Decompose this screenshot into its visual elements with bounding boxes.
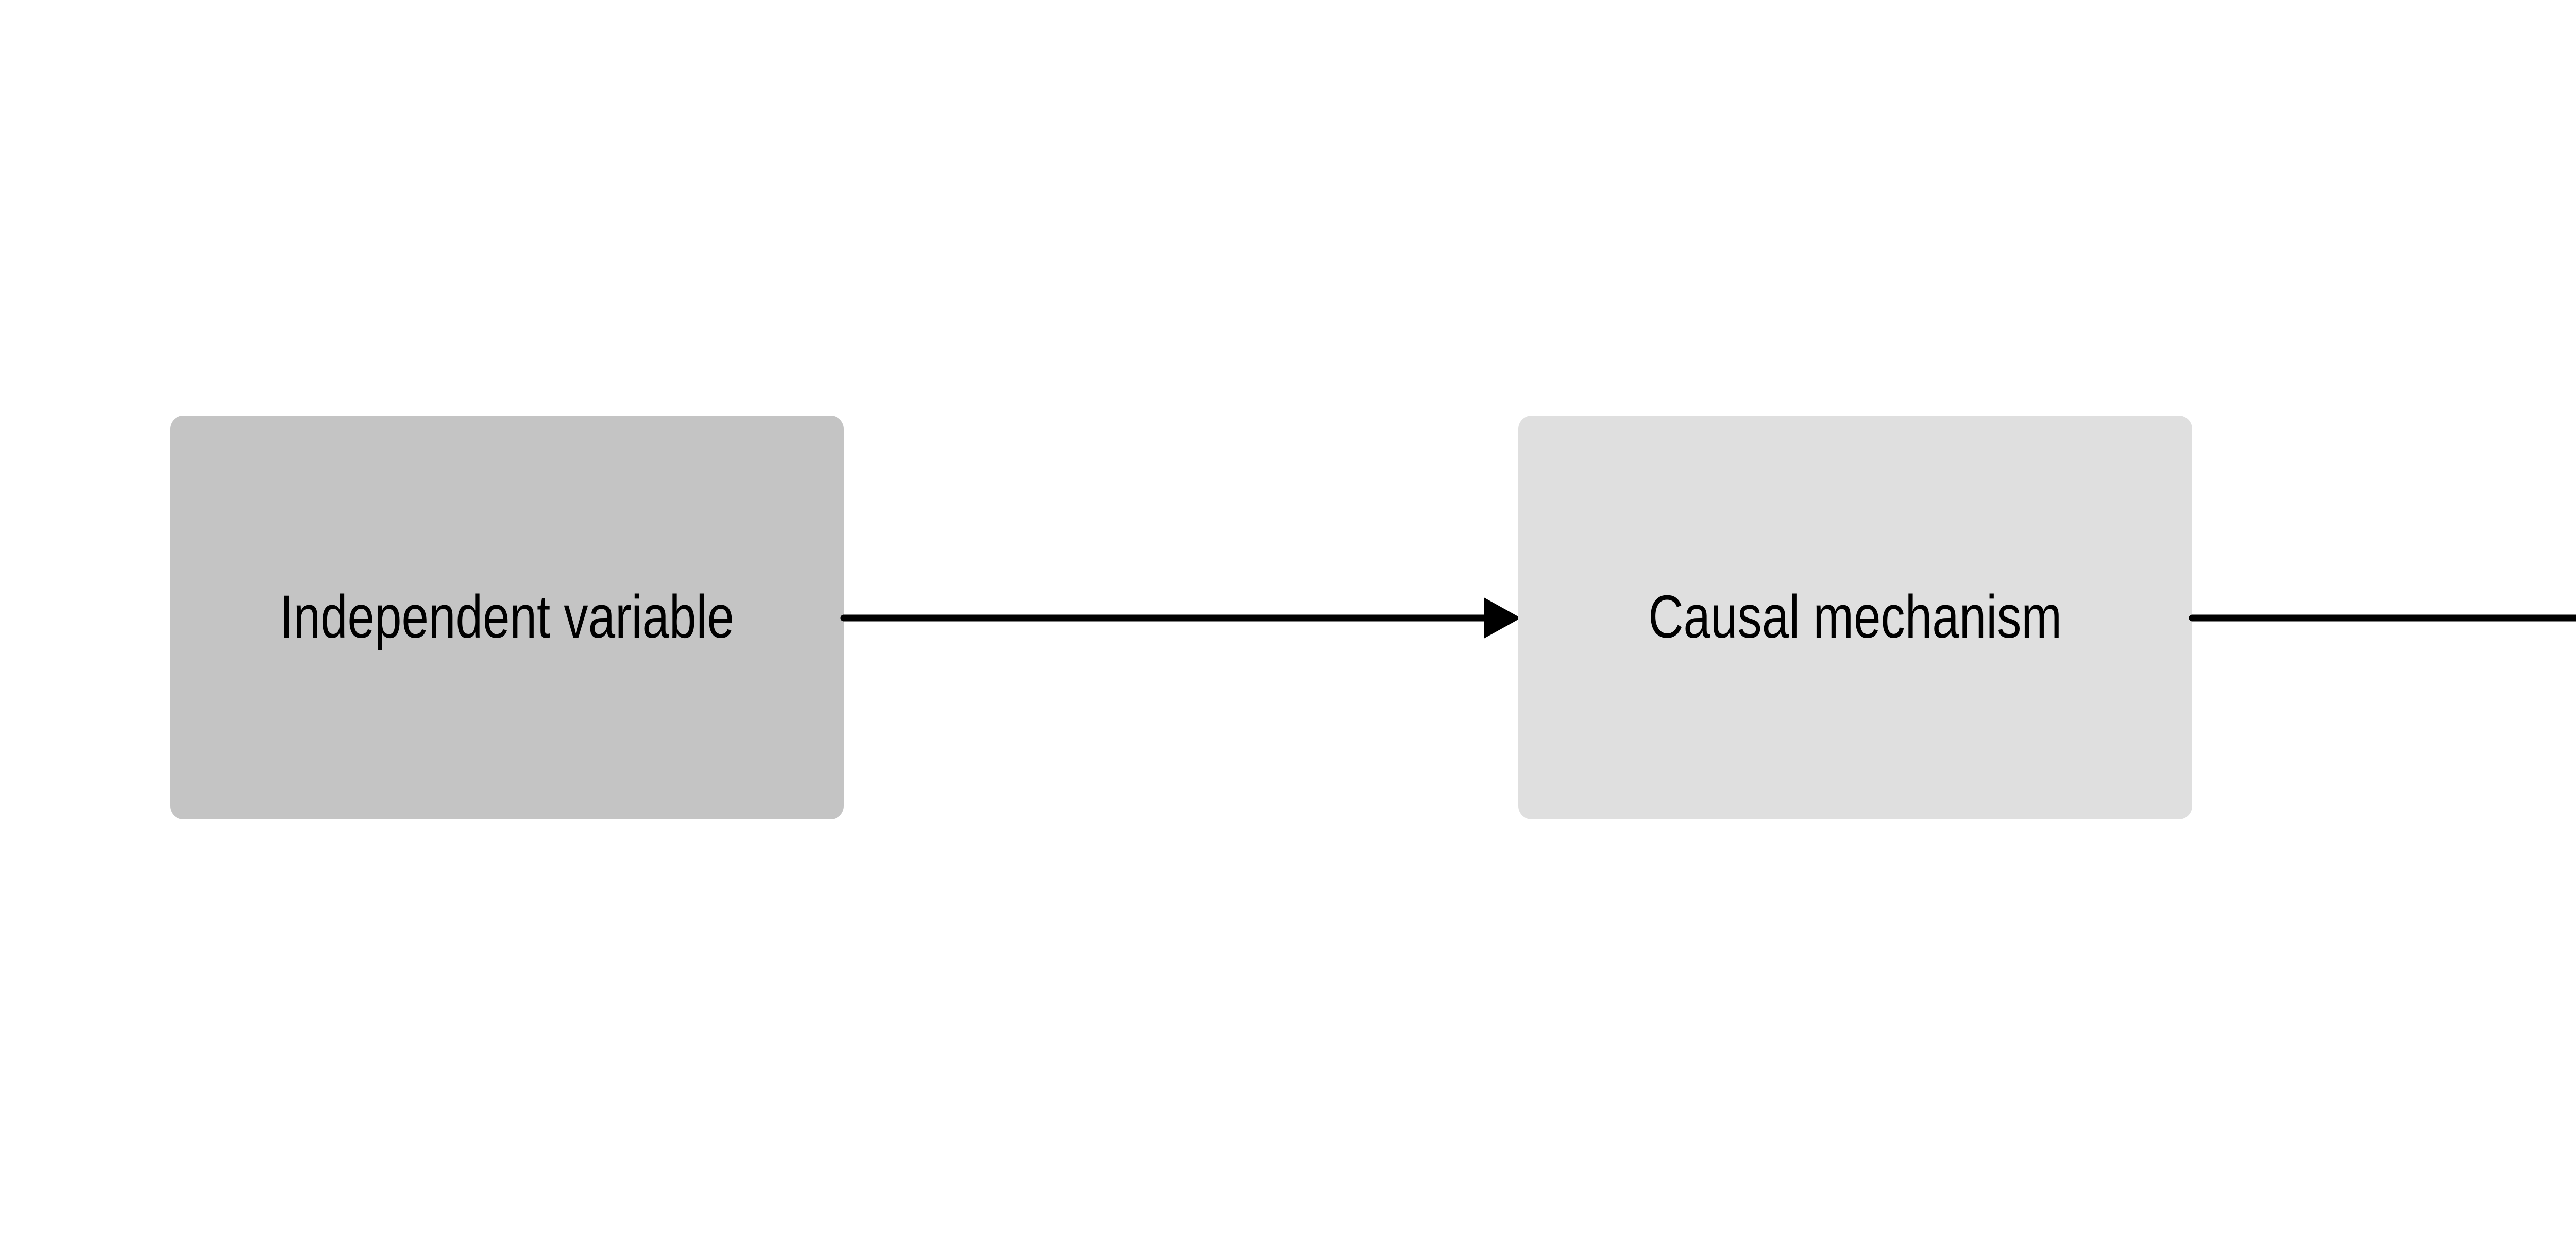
edge-mechanism-to-dependent[interactable]: [2188, 586, 2576, 650]
node-independent-variable-label: Independent variable: [280, 583, 734, 651]
edge-mechanism-to-dependent-svg: [2189, 614, 2576, 622]
edge-independent-to-mechanism-svg: [840, 597, 1521, 639]
node-independent-variable[interactable]: Independent variable: [170, 416, 844, 819]
node-causal-mechanism[interactable]: Causal mechanism: [1518, 416, 2192, 819]
node-causal-mechanism-label: Causal mechanism: [1648, 583, 2062, 651]
edge-independent-to-mechanism[interactable]: [840, 586, 1525, 650]
arrowhead-icon: [1484, 597, 1521, 639]
